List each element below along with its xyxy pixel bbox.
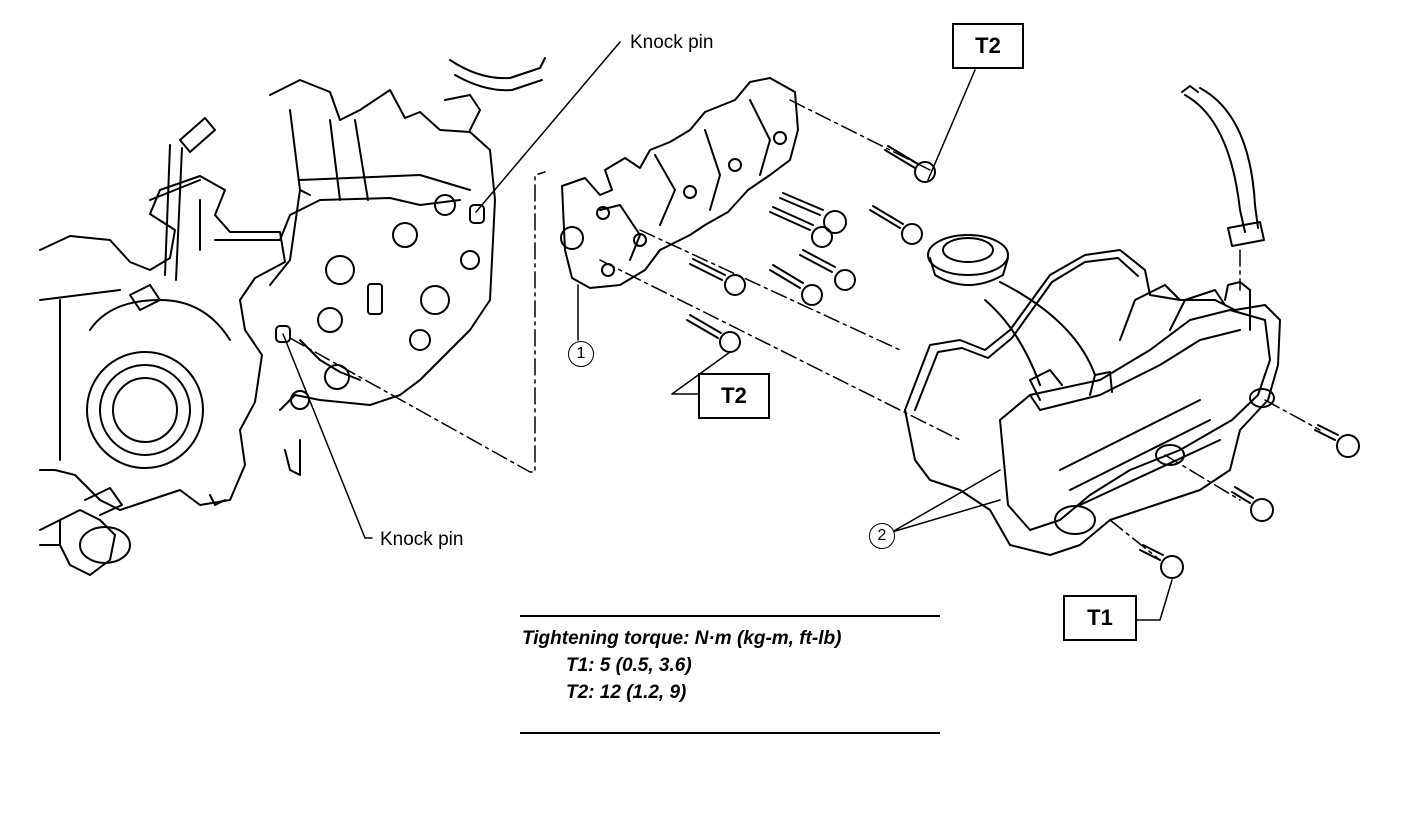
bolts xyxy=(686,145,1360,579)
torque-title: Tightening torque: N·m (kg-m, ft-lb) xyxy=(522,628,842,649)
torque-t1-value: T1: 5 (0.5, 3.6) xyxy=(566,655,692,676)
engine-block xyxy=(39,57,546,576)
knock-pin-label-bottom: Knock pin xyxy=(380,529,464,550)
torque-box-t2-middle: T2 xyxy=(698,373,770,419)
torque-box-t1: T1 xyxy=(1063,595,1137,641)
part-number-2: 2 xyxy=(869,523,895,549)
torque-specification: Tightening torque: N·m (kg-m, ft-lb) T1:… xyxy=(520,615,940,734)
part-number-1: 1 xyxy=(568,341,594,367)
bracket-part-1 xyxy=(560,77,799,341)
rocker-cover xyxy=(904,85,1281,556)
knock-pin-label-top: Knock pin xyxy=(630,32,714,53)
torque-box-t2-top: T2 xyxy=(952,23,1024,69)
torque-t2-value: T2: 12 (1.2, 9) xyxy=(566,682,687,703)
